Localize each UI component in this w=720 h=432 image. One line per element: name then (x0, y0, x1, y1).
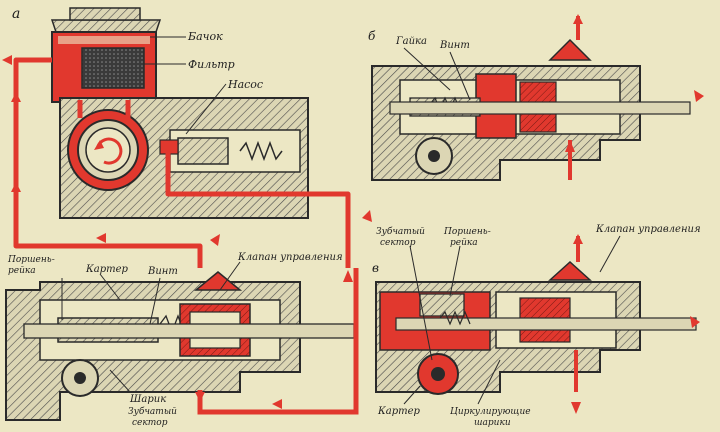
label-a-ball: Шарик (129, 394, 166, 405)
labels: а Бачок Фильтр Насос Поршень- рейка Карт… (7, 6, 701, 428)
panel-a-pump-unit (2, 7, 372, 268)
label-a-sector-1: Зубчатый (128, 406, 177, 417)
label-c-piston-rack-2: рейка (450, 238, 478, 248)
label-a-housing: Картер (85, 264, 129, 275)
panel-a-steering-gear (5, 268, 359, 421)
panel-c-steering-gear (375, 234, 700, 414)
label-c-sector-1: Зубчатый (376, 226, 425, 237)
label-pump: Насос (227, 78, 263, 91)
label-tank: Бачок (187, 30, 223, 43)
label-c-sector-2: сектор (380, 238, 416, 248)
label-c-control-valve: Клапан управления (595, 224, 701, 235)
label-c-piston-rack-1: Поршень- (443, 227, 491, 237)
panel-c-letter: в (372, 261, 379, 275)
label-a-screw: Винт (147, 266, 178, 277)
label-a-sector-2: сектор (132, 418, 168, 428)
hydraulic-lines-a (13, 57, 351, 268)
label-c-balls-1: Циркулирующие (450, 407, 531, 417)
label-filter: Фильтр (188, 58, 235, 71)
panel-b-letter: б (368, 29, 376, 43)
label-a-piston-rack-2: рейка (8, 266, 36, 276)
pump-body (59, 97, 309, 219)
flow-arrows-a (2, 55, 372, 246)
tank (50, 7, 162, 103)
label-c-balls-2: шарики (474, 418, 511, 428)
panel-b-steering-gear (371, 14, 704, 181)
leader-lines (61, 36, 621, 405)
label-a-piston-rack-1: Поршень- (7, 255, 55, 265)
label-b-screw: Винт (439, 40, 470, 51)
label-b-nut: Гайка (395, 36, 427, 47)
label-c-housing: Картер (377, 406, 421, 417)
panel-a-letter: а (12, 6, 20, 22)
filter (81, 47, 145, 89)
label-a-control-valve: Клапан управления (237, 252, 343, 263)
